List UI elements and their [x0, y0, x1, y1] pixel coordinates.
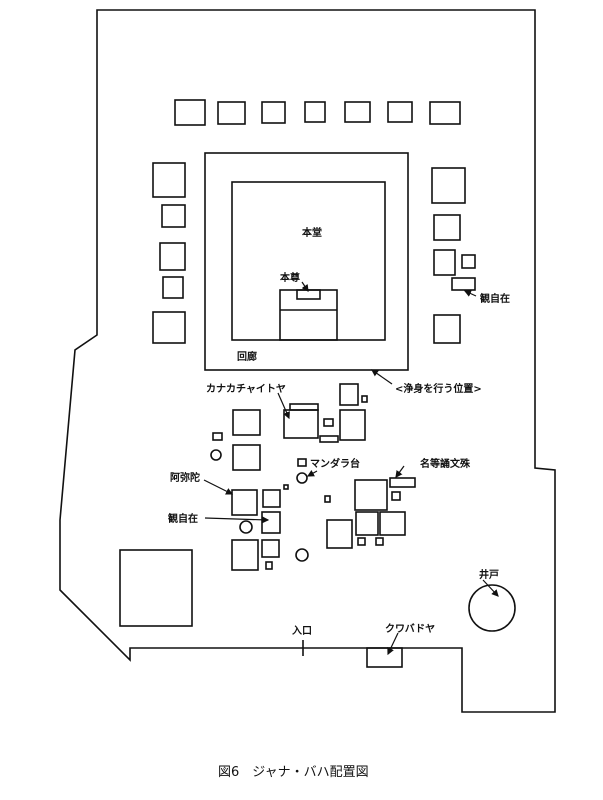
- shrine-box: [152, 311, 186, 344]
- shrine-box: [261, 101, 286, 124]
- shrine-box: [433, 314, 461, 344]
- shrine-box: [461, 254, 476, 269]
- arrows: [203, 281, 499, 656]
- label-well: 井戸: [479, 568, 499, 581]
- shrine-box: [174, 99, 206, 126]
- top-row-shrines: [174, 99, 461, 126]
- label-entrance: 入口: [292, 625, 312, 637]
- principal-image-seat: [296, 289, 321, 300]
- amitabha-shrine: [231, 489, 258, 516]
- cloister-outline: [204, 152, 409, 371]
- label-avalokiteshvara-2: 観自在: [168, 512, 198, 525]
- label-amitabha: 阿弥陀: [170, 471, 200, 484]
- site-boundary: [59, 9, 556, 713]
- central-cluster: [210, 383, 416, 571]
- shrine-box: [217, 101, 246, 125]
- kanaka-chaitya: [283, 409, 319, 439]
- label-manjushri: 名等誦文殊: [420, 457, 471, 470]
- figure-caption: 図6 ジャナ・バハ配置図: [218, 765, 369, 780]
- mandala-platform: [296, 472, 308, 484]
- shrine-box: [429, 101, 461, 125]
- shrine-box: [387, 101, 413, 123]
- label-main-hall: 本堂: [302, 226, 322, 239]
- label-principal-image: 本尊: [280, 271, 300, 284]
- right-column-shrines: [431, 167, 476, 344]
- well: [468, 584, 516, 632]
- left-column-shrines: [152, 162, 186, 344]
- large-building: [119, 549, 193, 627]
- shrine: [279, 289, 338, 341]
- shrine-box: [152, 162, 186, 198]
- label-kanaka-chaitya: カナカチャイトヤ: [206, 383, 286, 395]
- label-mandala-platform: マンダラ台: [310, 457, 360, 470]
- shrine-box: [344, 101, 371, 123]
- avalokiteshvara-shrine-2: [261, 511, 281, 534]
- avalokiteshvara-shrine: [451, 277, 476, 291]
- label-purification-spot: <浄身を行う位置>: [395, 382, 482, 395]
- shrine-box: [159, 242, 186, 271]
- label-cloister: 回廊: [237, 350, 257, 363]
- manjushri-shrine: [389, 477, 416, 488]
- shrine-box: [433, 214, 461, 241]
- kwapa-dyah-building: [366, 647, 403, 668]
- shrine-box: [431, 167, 466, 204]
- label-kwapa-dyah: クワバドヤ: [385, 623, 435, 635]
- shrine-box: [433, 249, 456, 276]
- label-avalokiteshvara-1: 観自在: [480, 292, 510, 305]
- shrine-box: [162, 276, 184, 299]
- shrine-box: [304, 101, 326, 123]
- main-hall: [231, 181, 386, 341]
- shrine-box: [161, 204, 186, 228]
